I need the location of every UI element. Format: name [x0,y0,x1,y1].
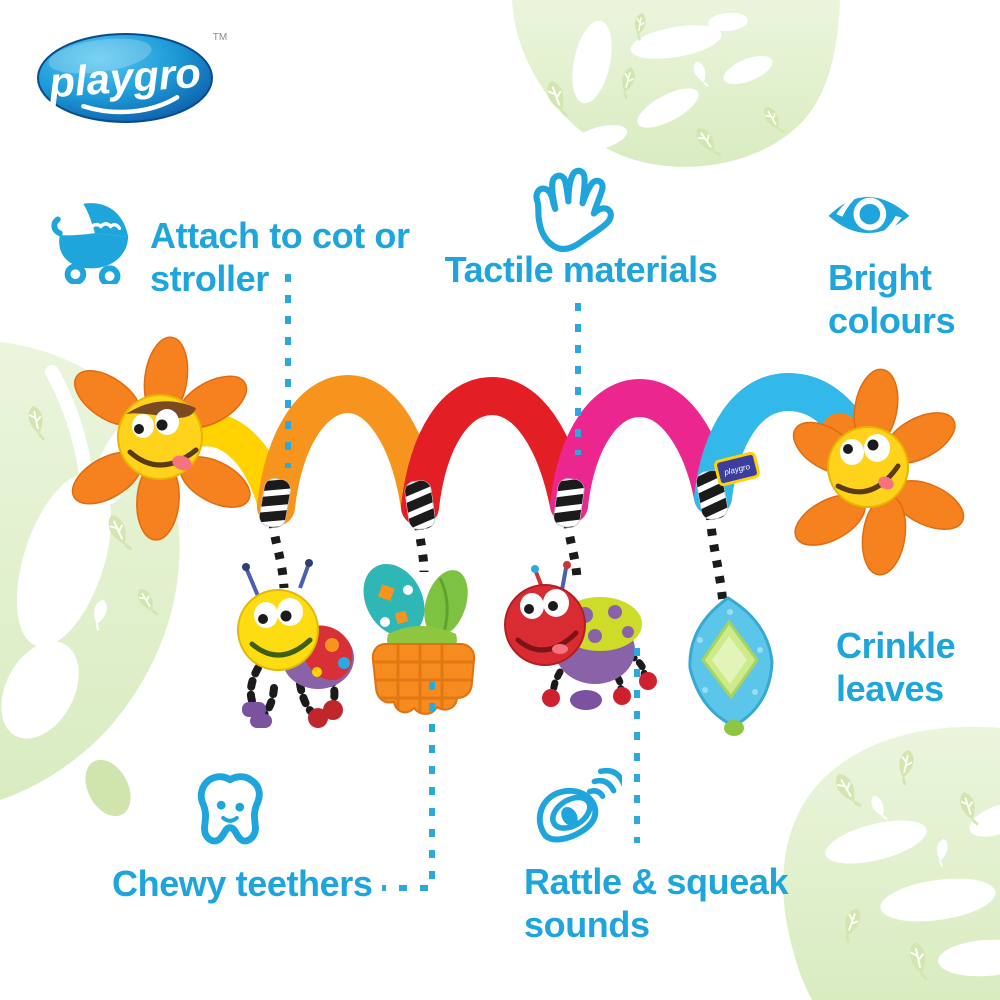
feature-attach-label: Attach to cot or stroller [150,214,410,300]
arm-orange [257,374,439,526]
feature-crinkle-line1: Crinkle [836,625,956,666]
playgro-logo: playgro TM [37,32,227,123]
arm-red [401,376,588,526]
arm-pink [550,378,732,524]
charm-strings [268,496,729,615]
feature-bright-label: Bright colours [828,256,956,342]
waffle-teether-charm [363,563,476,715]
feature-chewy-label: Chewy teethers [112,862,373,905]
feature-attach-line2: stroller [150,258,269,300]
background-leaf-top [512,0,840,167]
ladybug-charm [504,561,657,710]
feature-crinkle-label: Crinkle leaves [836,624,956,710]
feature-chewy-line1: Chewy teethers [112,863,373,904]
feature-rattle-line1: Rattle & squeak [524,861,789,902]
trademark-symbol: TM [213,32,227,43]
connector-chewy [382,682,435,891]
feature-crinkle-line2: leaves [836,668,944,710]
feature-rattle-label: Rattle & squeak sounds [524,860,788,946]
rattle-icon [536,767,622,843]
feature-tactile-line1: Tactile materials [444,249,718,290]
stroller-icon [51,203,129,284]
playgro-tag: playgro [714,451,760,487]
feature-bright-line2: colours [828,300,956,342]
hand-icon [533,167,614,252]
feature-tactile-label: Tactile materials [436,248,726,291]
flower-left [71,336,251,541]
tooth-icon [197,773,263,845]
eye-icon [828,193,910,237]
leaf-teether-charm [688,596,774,736]
feature-bright-line1: Bright [828,257,932,298]
feature-rattle-line2: sounds [524,904,650,946]
bug-charm [237,559,354,728]
flower-right [792,368,965,576]
feature-attach-line1: Attach to cot or [150,215,410,256]
background-leaf-bottom-right [783,726,1000,1000]
